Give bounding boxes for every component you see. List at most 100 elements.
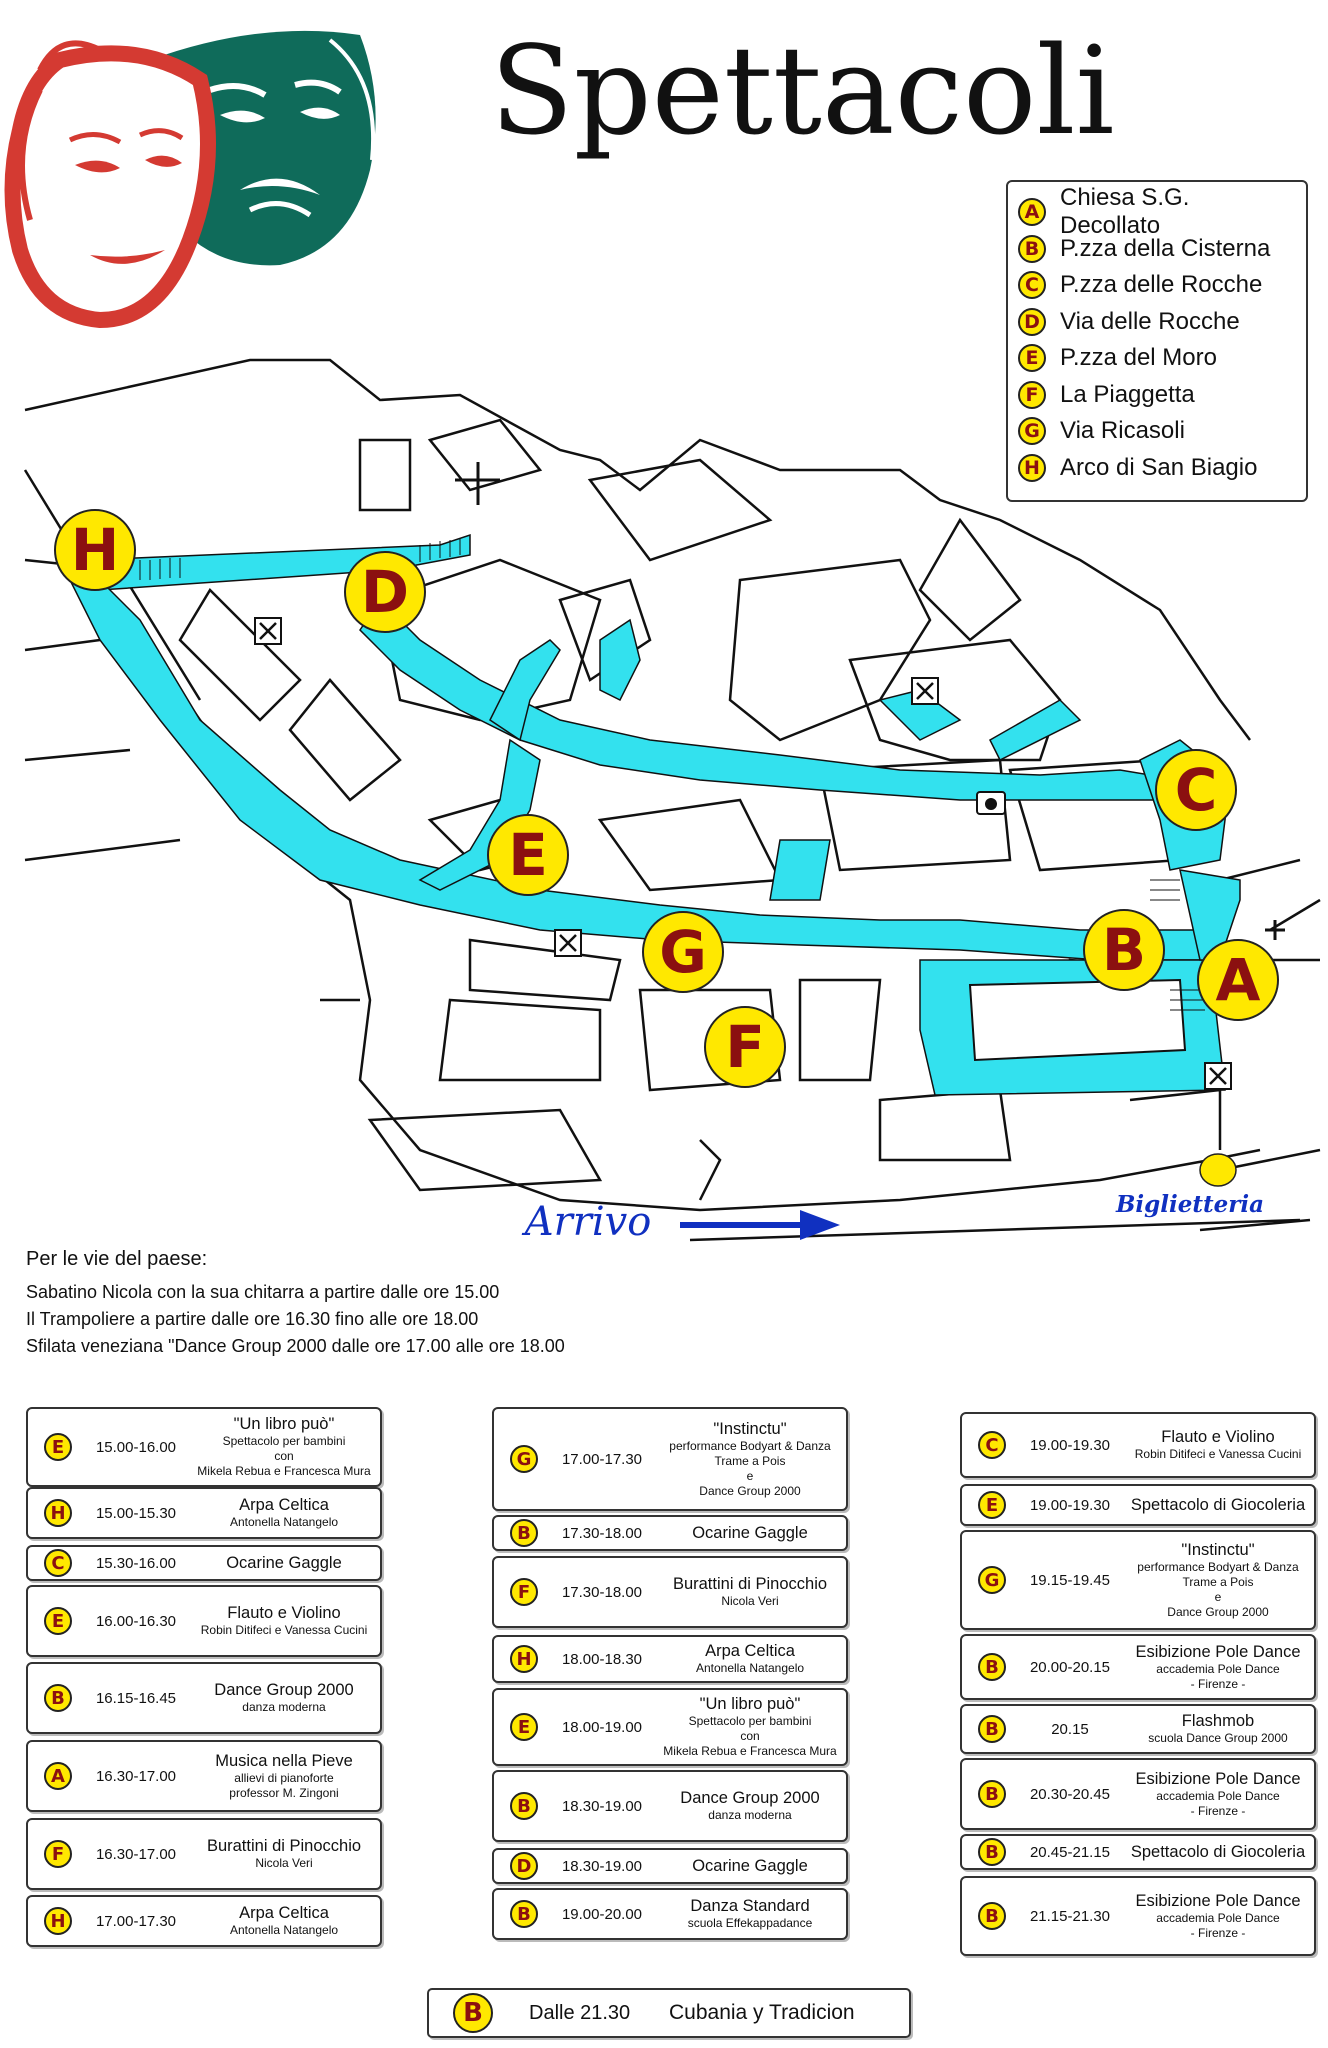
legend-label: Arco di San Biagio [1060,453,1258,481]
show-title: Burattini di Pinocchio [672,1575,828,1593]
show-subtitle: Nicola Veri [255,1856,313,1870]
legend-item-h: H Arco di San Biagio [1018,450,1296,487]
show-time: 21.15-21.30 [1029,1907,1111,1925]
show-title: "Un libro può" [233,1415,335,1433]
notes-heading: Per le vie del paese: [26,1248,208,1270]
show-time: 18.00-18.30 [561,1650,643,1668]
page-title: Spettacoli [490,20,1115,162]
show-subtitle: allievi di pianoforte [234,1770,334,1785]
show-title: "Instinctu" [1181,1540,1255,1559]
street-events-notes: Per le vie del paese: Sabatino Nicola co… [26,1248,926,1360]
marker-c-icon: C [44,1549,72,1577]
marker-h-icon: H [1018,453,1046,482]
legend-label: La Piaggetta [1060,380,1195,408]
ticket-office-label: Biglietteria [1115,1191,1264,1218]
show-subtitle: con [274,1449,294,1463]
marker-b-icon: B [978,1780,1006,1808]
svg-text:F: F [725,1013,765,1081]
show-time: 18.00-19.00 [561,1718,643,1736]
legend-label: P.zza della Cisterna [1060,234,1271,262]
show-time: 16.30-17.00 [95,1767,177,1785]
arrow-right-icon [680,1210,840,1240]
svg-text:G: G [659,918,707,986]
show-title: Esibizione Pole Dance [1135,1769,1301,1788]
show-time: 17.30-18.00 [561,1524,643,1542]
show-time: 19.00-20.00 [561,1905,643,1923]
show-subtitle: - Firenze - [1190,1676,1246,1691]
show-title: Musica nella Pieve [215,1751,353,1770]
show-subtitle: professor M. Zingoni [229,1785,339,1800]
show-title: Ocarine Gaggle [226,1553,342,1572]
marker-h-icon: H [44,1499,72,1527]
show-title: "Instinctu" [713,1419,787,1438]
red-mask-icon [4,40,216,329]
show-title: Arpa Celtica [239,1496,329,1514]
marker-a-icon: A [44,1762,72,1790]
show-title: Spettacolo di Giocoleria [1130,1842,1306,1861]
legend-item-b: B P.zza della Cisterna [1018,231,1296,268]
map-marker-b: B [1083,909,1165,991]
show-title: "Un libro può" [699,1695,801,1713]
marker-h-icon: H [44,1907,72,1935]
marker-b-icon: B [510,1792,538,1820]
legend-label: Via Ricasoli [1060,417,1185,445]
legend-label: Chiesa S.G. Decollato [1060,184,1190,240]
map-marker-f: F [704,1006,786,1088]
show-subtitle: - Firenze - [1190,1803,1246,1818]
show-time: 17.30-18.00 [561,1583,643,1601]
show-time: 16.15-16.45 [95,1689,177,1707]
show-time: 20.15 [1051,1720,1089,1738]
ticket-office-marker [1199,1153,1237,1187]
svg-text:D: D [361,558,409,626]
svg-text:A: A [1216,946,1261,1014]
camera-icon [976,791,1006,815]
show-title: Esibizione Pole Dance [1135,1891,1301,1910]
show-title: Ocarine Gaggle [692,1523,808,1542]
show-time: 18.30-19.00 [561,1857,643,1875]
marker-f-icon: F [44,1840,72,1868]
show-time: 15.00-15.30 [95,1504,177,1522]
marker-g-icon: G [978,1566,1006,1594]
map-marker-a: A [1197,939,1279,1021]
arrival-label: Arrivo [521,1199,652,1245]
marker-b-icon: B [453,1993,493,2033]
map-marker-g: G [642,911,724,993]
marker-b-icon: B [1018,234,1046,263]
show-description: Ocarine Gaggle [660,1524,846,1543]
map-marker-c: C [1155,749,1237,831]
map-marker-e: E [487,814,569,896]
show-subtitle: accademia Pole Dance [1156,1910,1280,1925]
show-subtitle: Dance Group 2000 [699,1483,801,1498]
marker-f-icon: F [510,1578,538,1606]
restaurant-icon [911,677,939,705]
plaza-blocks [968,978,1187,1062]
show-time: 15.00-16.00 [95,1438,177,1456]
marker-a-icon: A [1018,198,1046,227]
legend-item-a: A Chiesa S.G. Decollato [1018,184,1296,239]
show-subtitle: accademia Pole Dance [1156,1788,1280,1803]
show-title: Flauto e Violino [227,1604,341,1622]
show-subtitle: Robin Ditifeci e Vanessa Cucini [200,1623,368,1637]
